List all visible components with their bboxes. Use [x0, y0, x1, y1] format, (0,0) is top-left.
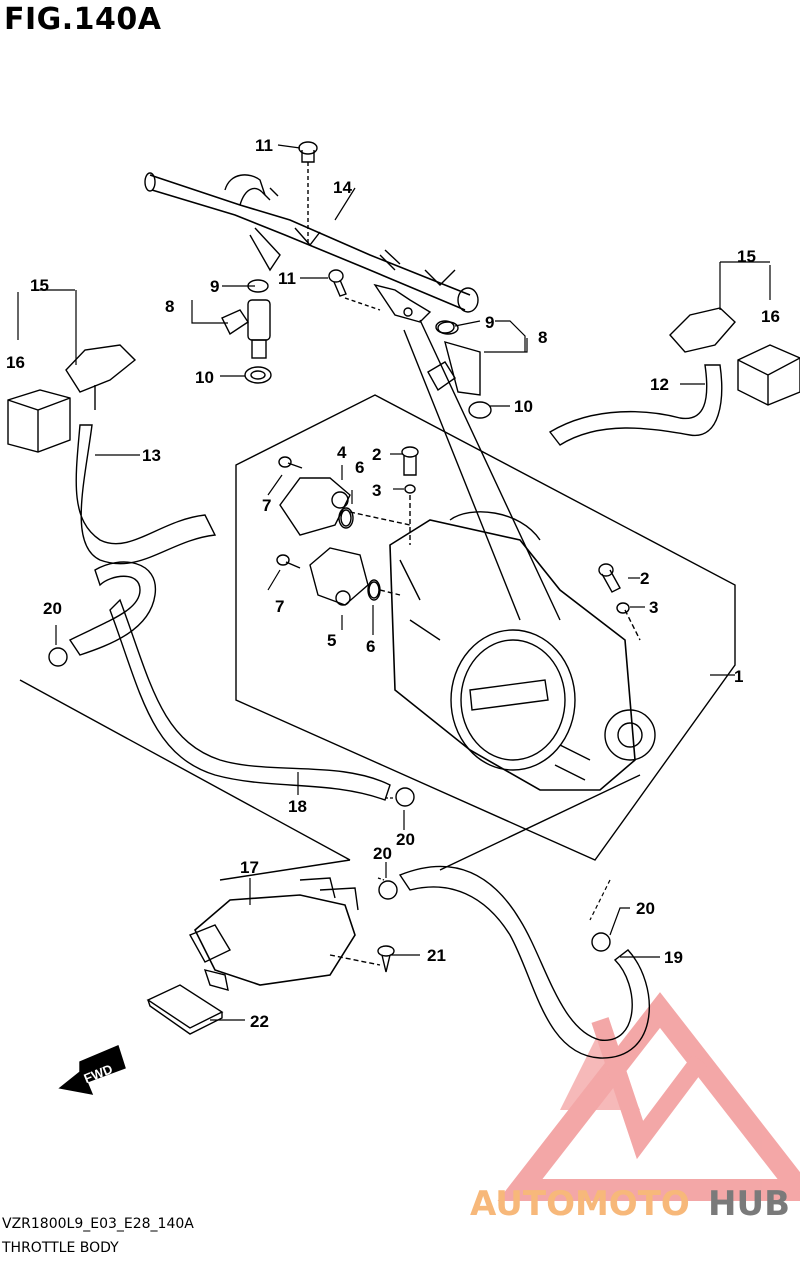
callout-14: 14: [333, 178, 352, 197]
callout-17: 17: [240, 858, 259, 877]
callout-20-a: 20: [43, 599, 62, 618]
o-ring-6-lower: [368, 581, 380, 599]
clip-20-a: [48, 647, 68, 667]
callout-7-upper: 7: [262, 496, 271, 515]
clip-20-d: [591, 932, 611, 952]
screw-7-upper: [278, 456, 303, 469]
callout-5: 5: [327, 631, 336, 650]
callout-19: 19: [664, 948, 683, 967]
callout-15-right: 15: [737, 247, 756, 266]
hose-19: [398, 865, 651, 1059]
callout-11-mid: 11: [278, 269, 296, 288]
callout-8-left: 8: [165, 297, 174, 316]
callout-2-lower: 2: [640, 569, 649, 588]
callout-12: 12: [650, 375, 669, 394]
callout-11-top: 11: [255, 136, 273, 155]
figure-code: VZR1800L9_E03_E28_140A: [2, 1216, 194, 1232]
screw-11-top: [298, 141, 318, 245]
callout-6-lower: 6: [366, 637, 375, 656]
callout-labels: 1 2 2 3 3 4 5 6 6 7 7 8 8 9 9 10 10 11 1…: [6, 136, 780, 1086]
o-ring-9-right: [435, 320, 455, 334]
callout-1: 1: [734, 667, 743, 686]
screw-21: [377, 945, 395, 973]
sensor-5: [309, 547, 401, 606]
callout-13: 13: [142, 446, 161, 465]
o-ring-3-upper: [404, 484, 416, 494]
callout-9-left: 9: [210, 277, 219, 296]
fuel-rail: [144, 172, 479, 323]
leader-lines: [17, 144, 771, 1021]
throttle-body: [389, 511, 656, 791]
callout-20-b: 20: [396, 830, 415, 849]
screw-11-mid: [328, 269, 381, 311]
callout-6-upper: 6: [355, 458, 364, 477]
hose-18-upper: [68, 561, 156, 656]
figure-title: FIG.140A: [4, 2, 162, 37]
watermark-text-hub: HUB: [708, 1184, 790, 1224]
sensor-4: [279, 477, 411, 536]
callout-3-lower: 3: [649, 598, 658, 617]
callout-8-right: 8: [538, 328, 547, 347]
callout-3-upper: 3: [372, 481, 381, 500]
idle-valve-17: [189, 877, 381, 991]
callout-22: 22: [250, 1012, 269, 1031]
callout-9-right: 9: [485, 313, 494, 332]
plug-2-upper: [401, 446, 419, 545]
hose-12: [548, 364, 723, 446]
hose-13: [75, 424, 217, 565]
screw-7-lower: [276, 554, 301, 569]
fwd-arrow-icon: [58, 1045, 126, 1095]
injector-left: [221, 279, 272, 384]
callout-20-c: 20: [373, 844, 392, 863]
figure-name: THROTTLE BODY: [2, 1240, 119, 1256]
callout-21: 21: [427, 946, 446, 965]
pad-22: [146, 984, 224, 1035]
callout-2-upper: 2: [372, 445, 381, 464]
callout-10-left: 10: [195, 368, 214, 387]
watermark-logo-icon: [497, 992, 800, 1201]
callout-16-left: 16: [6, 353, 25, 372]
o-ring-3-lower: [616, 602, 630, 614]
callout-15-left: 15: [30, 276, 49, 295]
sensor-cover-right: [669, 307, 800, 406]
sensor-cover-left: [7, 344, 137, 453]
callout-7-lower: 7: [275, 597, 284, 616]
diagram-linework: [7, 141, 800, 1095]
o-ring-6-upper: [340, 509, 352, 527]
callout-18: 18: [288, 797, 307, 816]
watermark-text-automoto: AUTOMOTO: [470, 1184, 690, 1224]
clip-20-c: [378, 880, 398, 900]
callout-10-right: 10: [514, 397, 533, 416]
plug-2-lower: [598, 563, 641, 641]
callout-16-right: 16: [761, 307, 780, 326]
clip-20-b: [395, 787, 415, 807]
hose-18: [109, 598, 391, 801]
callout-20-d: 20: [636, 899, 655, 918]
callout-4: 4: [337, 443, 347, 462]
injector-right: [403, 319, 561, 621]
